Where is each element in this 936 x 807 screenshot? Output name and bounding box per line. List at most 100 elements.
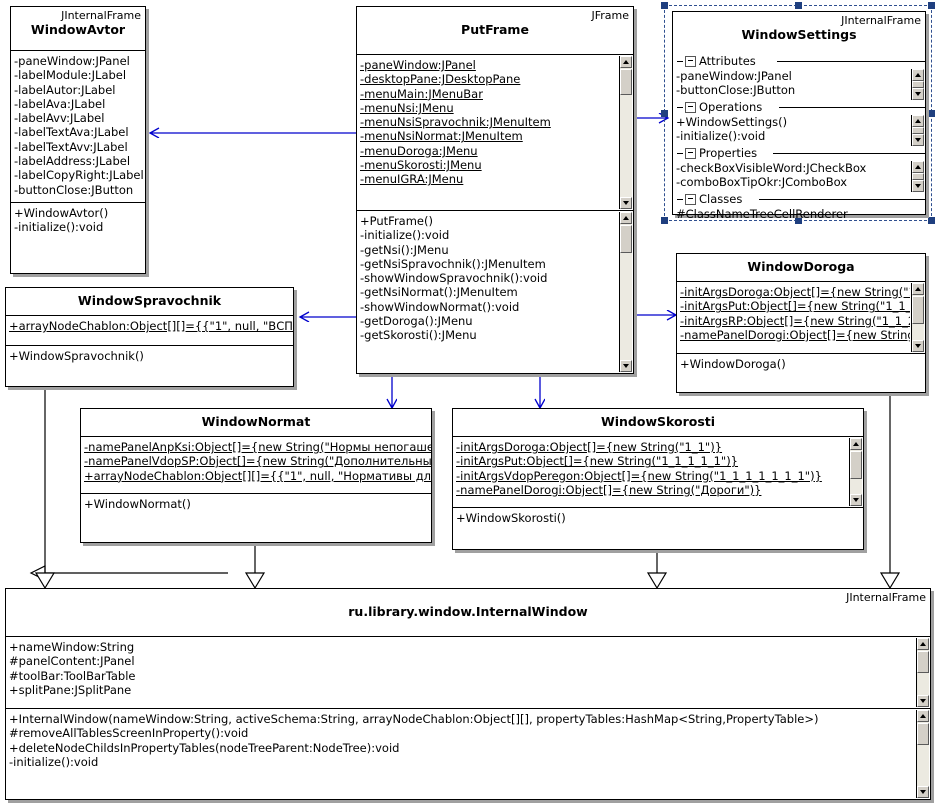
generalization-skorosti-internalwindow: [646, 550, 668, 590]
class-stereotype: JFrame: [591, 9, 629, 22]
resize-handle-middle-left[interactable]: [661, 110, 668, 117]
resize-handle-bottom-right[interactable]: [928, 217, 935, 224]
operations-compartment: +WindowAvtor() -initialize():void: [11, 203, 145, 274]
scroll-thumb[interactable]: [917, 723, 929, 745]
class-header: WindowDoroga: [677, 254, 925, 282]
attribute-item: -menuDoroga:JMenu: [360, 143, 478, 158]
scroll-thumb[interactable]: [912, 296, 924, 324]
collapse-toggle-icon[interactable]: [685, 55, 696, 67]
operation-item: +WindowSpravochnik(): [9, 349, 144, 363]
scroll-up-button[interactable]: [912, 283, 924, 295]
scroll-thumb[interactable]: [850, 451, 862, 479]
scroll-up-button[interactable]: [620, 212, 632, 224]
scroll-up-button[interactable]: [850, 438, 862, 450]
scroll-down-button[interactable]: [912, 134, 924, 146]
scroll-down-button[interactable]: [620, 197, 632, 209]
attribute-item: -paneWindow:JPanel: [360, 58, 476, 72]
scroll-thumb[interactable]: [912, 81, 924, 88]
class-window-spravochnik[interactable]: WindowSpravochnik +arrayNodeChablon:Obje…: [5, 287, 294, 387]
class-stereotype: JInternalFrame: [61, 9, 141, 22]
class-name: WindowSpravochnik: [77, 293, 222, 308]
attribute-item: -labelModule:JLabel: [14, 68, 127, 83]
resize-handle-middle-right[interactable]: [928, 110, 935, 117]
attribute-item: -menuNsi:JMenu: [360, 100, 454, 115]
attribute-item: -labelTextAvv:JLabel: [14, 139, 128, 154]
section-header-classes[interactable]: Classes: [673, 192, 925, 207]
attributes-compartment: -paneWindow:JPanel -desktopPane:JDesktop…: [357, 55, 633, 211]
section-header-attributes[interactable]: Attributes: [673, 54, 925, 69]
operations-scrollbar[interactable]: [911, 115, 924, 146]
scroll-down-button[interactable]: [912, 88, 924, 100]
attribute-item: -labelAutor:JLabel: [14, 82, 116, 97]
scroll-up-button[interactable]: [912, 69, 924, 81]
resize-handle-top-center[interactable]: [795, 2, 802, 9]
collapse-toggle-icon[interactable]: [685, 101, 696, 113]
scroll-down-button[interactable]: [850, 494, 862, 506]
operations-compartment: +PutFrame() -initialize():void -getNsi()…: [357, 211, 633, 373]
scroll-up-button[interactable]: [917, 638, 929, 650]
class-window-normat[interactable]: WindowNormat -namePanelAnpKsi:Object[]={…: [80, 408, 432, 543]
scroll-up-button[interactable]: [917, 710, 929, 722]
section-rule: [777, 61, 925, 62]
collapse-toggle-icon[interactable]: [685, 193, 696, 205]
attribute-item: -labelAva:JLabel: [14, 96, 106, 111]
attribute-item: -desktopPane:JDesktopPane: [360, 72, 521, 87]
class-internal-window[interactable]: JInternalFrame ru.library.window.Interna…: [5, 588, 931, 800]
class-window-skorosti[interactable]: WindowSkorosti -initArgsDoroga:Object[]=…: [452, 408, 864, 550]
section-header-operations[interactable]: Operations: [673, 100, 925, 115]
operation-item: -initialize():void: [676, 129, 766, 144]
resize-handle-top-right[interactable]: [928, 2, 935, 9]
operations-scrollbar[interactable]: [619, 212, 632, 372]
scroll-down-button[interactable]: [917, 786, 929, 798]
class-put-frame[interactable]: JFrame PutFrame -paneWindow:JPanel -desk…: [356, 6, 634, 374]
scroll-thumb[interactable]: [912, 173, 924, 180]
attribute-item: -buttonClose:JButton: [14, 182, 134, 197]
attributes-scrollbar[interactable]: [911, 69, 924, 100]
collapse-toggle-icon[interactable]: [685, 147, 696, 159]
scroll-down-button[interactable]: [912, 180, 924, 192]
scroll-up-button[interactable]: [912, 161, 924, 173]
scroll-thumb[interactable]: [620, 69, 632, 95]
operation-item: +deleteNodeChildsInPropertyTables(nodeTr…: [9, 740, 400, 755]
scroll-down-button[interactable]: [620, 360, 632, 372]
attribute-item: -menuNsiNormat:JMenuItem: [360, 129, 523, 144]
class-window-doroga[interactable]: WindowDoroga -initArgsDoroga:Object[]={n…: [676, 253, 926, 393]
selection-frame-window-settings[interactable]: [661, 2, 935, 224]
scroll-up-button[interactable]: [620, 56, 632, 68]
section-header-properties[interactable]: Properties: [673, 146, 925, 161]
class-window-avtor[interactable]: JInternalFrame WindowAvtor -paneWindow:J…: [10, 6, 146, 274]
operation-item: -showWindowSpravochnik():void: [360, 271, 548, 286]
scroll-thumb[interactable]: [912, 127, 924, 134]
class-header: WindowSpravochnik: [6, 288, 293, 316]
scroll-up-button[interactable]: [912, 115, 924, 127]
operation-item: -initialize():void: [9, 754, 99, 769]
attributes-scrollbar[interactable]: [849, 438, 862, 506]
section-label: Operations: [699, 100, 763, 114]
attribute-item: -menuMain:JMenuBar: [360, 86, 483, 101]
properties-scrollbar[interactable]: [911, 161, 924, 192]
resize-handle-bottom-left[interactable]: [661, 217, 668, 224]
attribute-item: -namePanelDorogi:Object[]={new String("Д…: [680, 327, 910, 342]
attributes-compartment: -paneWindow:JPanel -buttonClose:JButton: [673, 69, 925, 100]
attributes-scrollbar[interactable]: [619, 56, 632, 209]
resize-handle-top-left[interactable]: [661, 2, 668, 9]
scroll-thumb[interactable]: [917, 651, 929, 673]
class-window-settings[interactable]: JInternalFrame WindowSettings Attributes…: [672, 11, 926, 221]
scroll-thumb[interactable]: [620, 225, 632, 253]
operation-item: -getNsiNormat():JMenuItem: [360, 285, 518, 300]
resize-handle-bottom-center[interactable]: [795, 217, 802, 224]
scroll-down-button[interactable]: [917, 695, 929, 707]
class-header: JFrame PutFrame: [357, 7, 633, 55]
operation-item: -getNsiSpravochnik():JMenuItem: [360, 256, 546, 271]
operations-scrollbar[interactable]: [916, 710, 929, 798]
properties-compartment: -checkBoxVisibleWord:JCheckBox -comboBox…: [673, 161, 925, 192]
attributes-scrollbar[interactable]: [911, 283, 924, 352]
attributes-compartment: +nameWindow:String #panelContent:JPanel …: [6, 637, 930, 709]
attribute-item: -initArgsDoroga:Object[]={new String("1_…: [680, 285, 910, 299]
section-label: Attributes: [699, 54, 756, 68]
operations-compartment: +WindowDoroga(): [677, 354, 925, 392]
property-item: -comboBoxTipOkr:JComboBox: [676, 175, 848, 190]
attributes-scrollbar[interactable]: [916, 638, 929, 707]
attribute-item: +splitPane:JSplitPane: [9, 682, 132, 697]
scroll-down-button[interactable]: [912, 340, 924, 352]
